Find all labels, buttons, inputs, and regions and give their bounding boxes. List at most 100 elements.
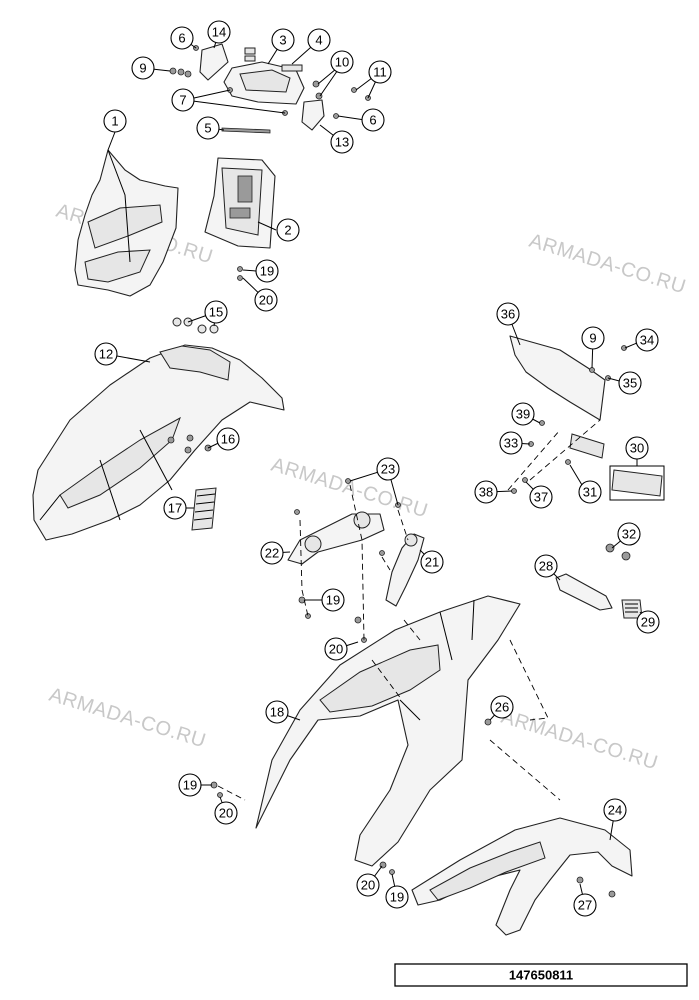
callout-20-bottom: 20: [356, 873, 380, 897]
callout-30-label: 30: [630, 441, 644, 456]
callout-16: 16: [216, 427, 240, 451]
callout-13-label: 13: [335, 135, 349, 150]
watermark-5: ARMADA-CO.RU: [499, 706, 661, 775]
rear-subframe-part: [411, 718, 633, 936]
callout-27-label: 27: [578, 898, 592, 913]
callout-39: 39: [511, 402, 535, 426]
callout-20-mid-label: 20: [329, 642, 343, 657]
callout-33-label: 33: [504, 436, 518, 451]
watermark-3: ARMADA-CO.RU: [269, 454, 431, 523]
callout-29-label: 29: [641, 615, 655, 630]
callout-9-top-label: 9: [139, 61, 146, 76]
callout-21: 21: [420, 550, 444, 574]
callout-1: 1: [103, 109, 127, 133]
callout-38: 38: [474, 480, 498, 504]
bracket-part: [555, 543, 643, 619]
callout-26-label: 26: [495, 700, 509, 715]
callout-11-label: 11: [373, 65, 387, 80]
assembly-lines: [217, 484, 561, 801]
callout-18: 18: [265, 700, 289, 724]
callout-14-label: 14: [212, 25, 226, 40]
strip-part: [191, 487, 217, 531]
callout-27: 27: [573, 893, 597, 917]
callout-24: 24: [603, 798, 627, 822]
callout-16-label: 16: [221, 432, 235, 447]
callout-15-label: 15: [209, 305, 223, 320]
headlight-holder-part: [204, 157, 276, 249]
callout-36: 36: [496, 302, 520, 326]
callout-24-label: 24: [608, 803, 622, 818]
drawing-id-box: 147650811: [394, 963, 688, 987]
callout-37: 37: [529, 485, 553, 509]
callout-19-bottom: 19: [385, 885, 409, 909]
callout-39-label: 39: [516, 407, 530, 422]
callout-37-label: 37: [534, 490, 548, 505]
headlight-mask-part: [74, 149, 179, 297]
callout-14: 14: [207, 20, 231, 44]
callout-15: 15: [204, 300, 228, 324]
callout-19-mid: 19: [321, 588, 345, 612]
callout-20-bottom-label: 20: [361, 878, 375, 893]
callout-9-top: 9: [131, 56, 155, 80]
callout-23-label: 23: [381, 462, 395, 477]
callout-9-right: 9: [581, 326, 605, 350]
callout-18-label: 18: [270, 705, 284, 720]
callout-7: 7: [171, 88, 195, 112]
callout-21-label: 21: [425, 555, 439, 570]
callout-2: 2: [276, 218, 300, 242]
callout-19-bottom-label: 19: [390, 890, 404, 905]
callout-3: 3: [271, 28, 295, 52]
callout-6-right: 6: [361, 108, 385, 132]
callout-6-top-label: 6: [178, 31, 185, 46]
callout-23: 23: [376, 457, 400, 481]
callout-36-label: 36: [501, 307, 515, 322]
callout-19-top: 19: [255, 259, 279, 283]
callout-32: 32: [617, 522, 641, 546]
callout-20-left-label: 20: [219, 806, 233, 821]
callout-20-top: 20: [254, 288, 278, 312]
front-fender-part: [32, 344, 285, 541]
callout-26: 26: [490, 695, 514, 719]
callout-33: 33: [499, 431, 523, 455]
callout-4-label: 4: [315, 33, 322, 48]
callout-2-label: 2: [284, 223, 291, 238]
callout-12-label: 12: [99, 347, 113, 362]
callout-34: 34: [635, 328, 659, 352]
callout-6-right-label: 6: [369, 113, 376, 128]
fasteners-15: [172, 317, 219, 334]
callout-22: 22: [260, 541, 284, 565]
watermark-4: ARMADA-CO.RU: [47, 684, 209, 753]
callout-30: 30: [625, 436, 649, 460]
callout-7-label: 7: [179, 93, 186, 108]
callout-19-top-label: 19: [260, 264, 274, 279]
callout-13: 13: [330, 130, 354, 154]
callout-17-label: 17: [168, 501, 182, 516]
callout-6-top: 6: [170, 26, 194, 50]
callout-38-label: 38: [479, 485, 493, 500]
callout-20-top-label: 20: [259, 293, 273, 308]
callout-28: 28: [534, 554, 558, 578]
callout-22-label: 22: [265, 546, 279, 561]
callout-28-label: 28: [539, 559, 553, 574]
callout-4: 4: [307, 28, 331, 52]
callout-34-label: 34: [640, 333, 654, 348]
callout-12: 12: [94, 342, 118, 366]
callout-5: 5: [196, 116, 220, 140]
callout-1-label: 1: [111, 114, 118, 129]
callout-17: 17: [163, 496, 187, 520]
callout-31: 31: [578, 480, 602, 504]
callout-19-mid-label: 19: [326, 593, 340, 608]
callout-29: 29: [636, 610, 660, 634]
callout-9-right-label: 9: [589, 331, 596, 346]
callout-10-label: 10: [335, 55, 349, 70]
callout-20-left: 20: [214, 801, 238, 825]
callout-5-label: 5: [204, 121, 211, 136]
callout-19-left: 19: [178, 773, 202, 797]
side-parts: [287, 478, 425, 643]
top-cluster-part: [169, 43, 371, 281]
callout-3-label: 3: [279, 33, 286, 48]
callout-20-mid: 20: [324, 637, 348, 661]
callout-35-label: 35: [623, 376, 637, 391]
callout-32-label: 32: [622, 527, 636, 542]
